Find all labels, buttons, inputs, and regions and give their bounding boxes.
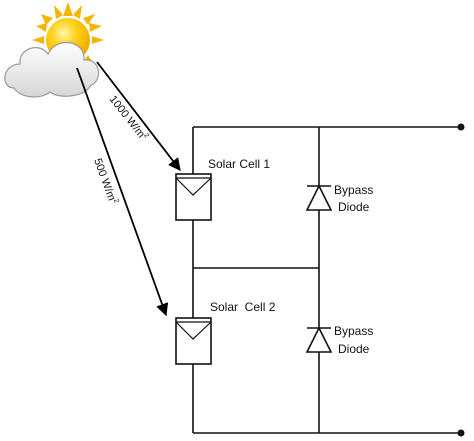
bypass-diode-1-label-line1: Bypass xyxy=(334,183,373,197)
bypass-diode-1-label-line2: Diode xyxy=(338,200,370,214)
bypass-diode-2-label-line2: Diode xyxy=(338,342,370,356)
terminal-negative xyxy=(457,429,465,437)
cloud-icon xyxy=(4,41,100,98)
bypass-diode-2 xyxy=(305,326,333,353)
bypass-diode-1 xyxy=(305,184,333,211)
bypass-diode-2-label-line1: Bypass xyxy=(334,324,373,338)
solar-cell-1-label: Solar Cell 1 xyxy=(208,157,270,171)
solar-cell-2 xyxy=(175,317,212,365)
circuit-wiring xyxy=(192,126,461,434)
irradiance-label-cell1: 1000 W/m2 xyxy=(107,93,151,144)
terminal-positive xyxy=(457,123,465,131)
sun-cloud-icon xyxy=(4,2,104,98)
irradiance-label-cell2: 500 W/m2 xyxy=(91,157,120,207)
irradiance-ray-cell2 xyxy=(76,67,169,317)
solar-cell-1 xyxy=(175,173,212,221)
solar-cell-2-label: Solar Cell 2 xyxy=(210,300,276,314)
irradiance-ray-cell1 xyxy=(96,61,181,171)
